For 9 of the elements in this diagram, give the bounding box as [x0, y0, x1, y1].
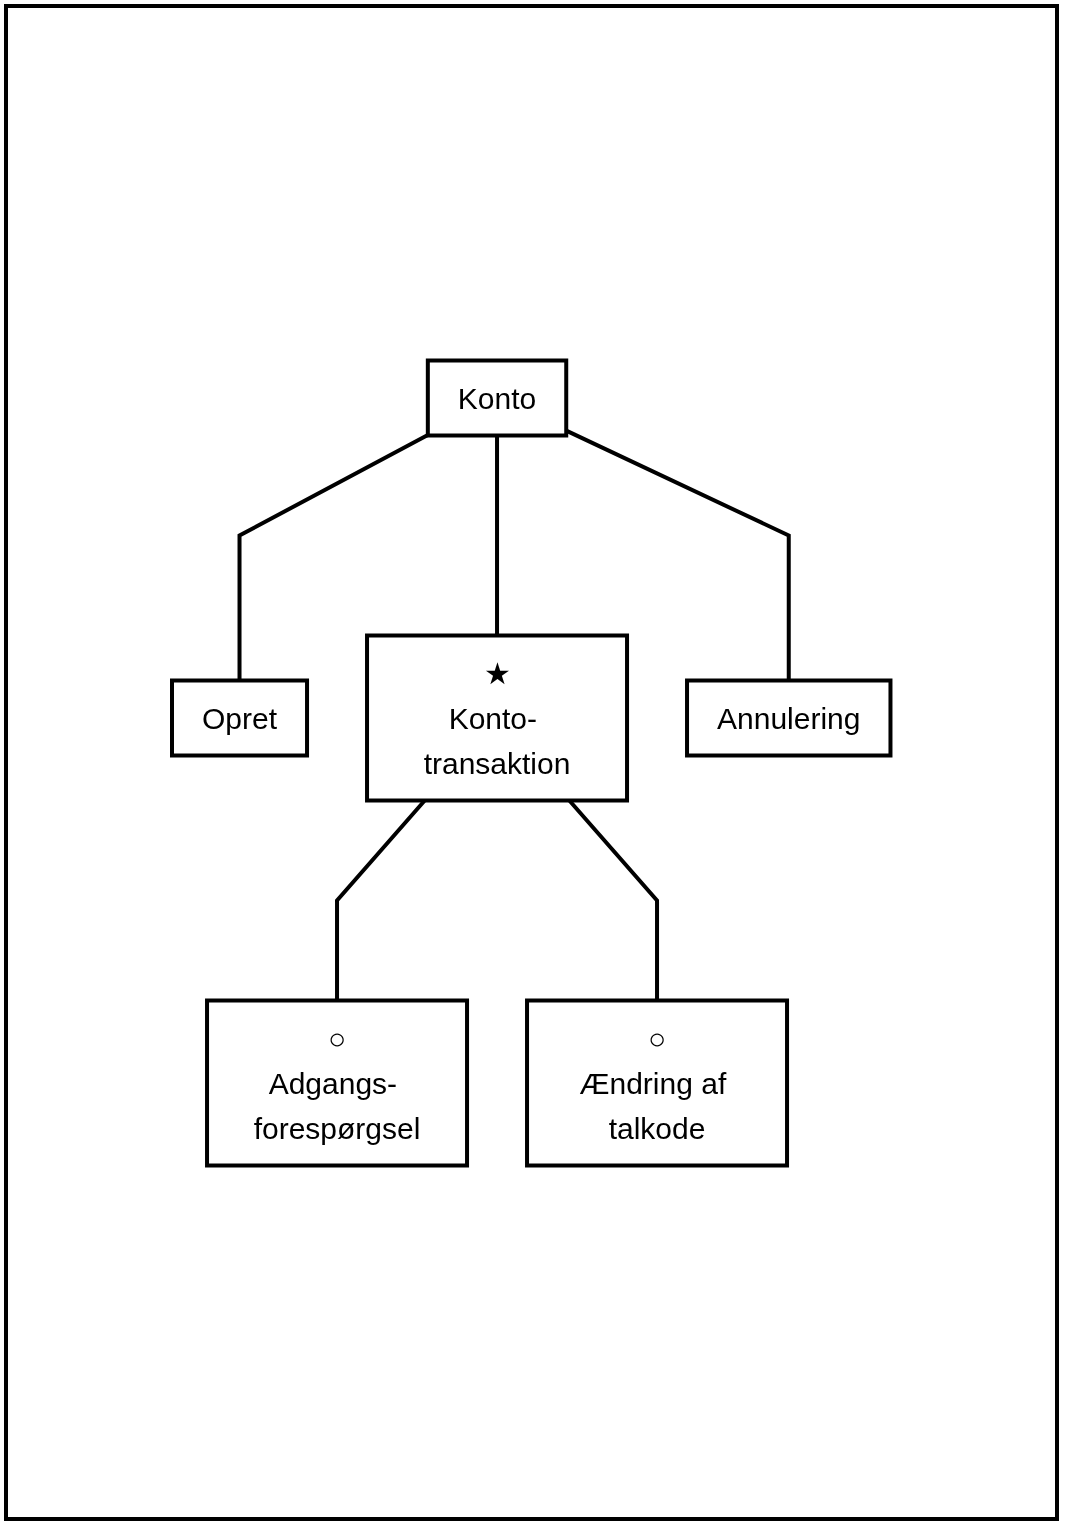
- node-box: [205, 998, 470, 1167]
- node-box: [426, 358, 569, 437]
- node-box: [170, 678, 310, 757]
- node-box: [525, 998, 790, 1167]
- connector: [495, 435, 500, 635]
- node-box: [685, 678, 893, 757]
- connector: [565, 428, 791, 680]
- node-box: [365, 633, 630, 802]
- page-border: Konto Opret ★ Konto- transaktion Annulering ○ Adgangs- forespørgsel ○ Ændring af talkode: [4, 4, 1059, 1521]
